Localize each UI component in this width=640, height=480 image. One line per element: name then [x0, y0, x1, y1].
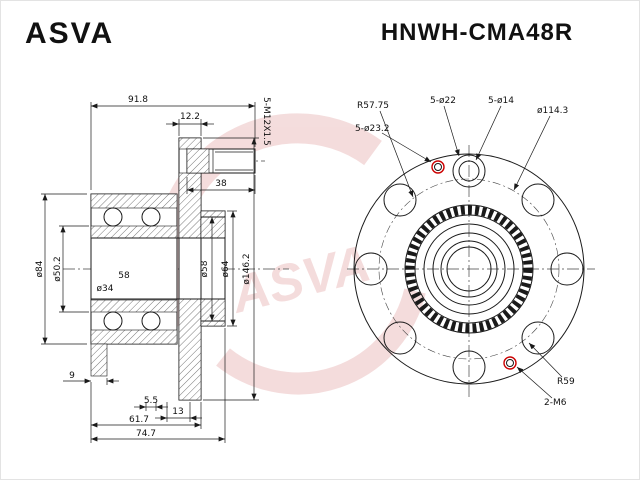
brand-logo-text: ASVA [25, 17, 115, 50]
bearing-ball [141, 207, 161, 227]
side-view: 91.8 12.2 5-M12X1.5 38 ø84 ø50.2 ø34 58 … [35, 95, 289, 443]
dim-snout-diameter: ø64 [221, 260, 231, 277]
bearing-ball [103, 311, 123, 331]
label-thread-holes: 2-M6 [544, 398, 567, 408]
label-holes-23-2: 5-ø23.2 [355, 124, 390, 134]
flange-hole [521, 321, 555, 355]
stud-hole [458, 160, 480, 182]
flange-hole [521, 183, 555, 217]
dim-body-length: 61.7 [129, 415, 149, 425]
dim-stud-thread: 5-M12X1.5 [261, 97, 271, 146]
dim-pilot-diameter: ø50.2 [53, 256, 63, 282]
bolt-circle [378, 178, 560, 360]
dim-snout-length: 13 [172, 407, 183, 417]
dim-bore-diameter: ø34 [97, 284, 114, 294]
dim-overall-length: 74.7 [136, 429, 156, 439]
label-hub-radius: R57.75 [357, 101, 389, 111]
m6-hole [506, 359, 514, 367]
flange-hole [550, 252, 584, 286]
dim-overall-width: 91.8 [128, 95, 148, 105]
abs-tone-ring-inner [414, 214, 524, 324]
label-bolt-circle: ø114.3 [537, 106, 568, 116]
part-number: HNWH-CMA48R [380, 19, 574, 46]
flange-hole [452, 350, 486, 384]
annotation-ring [431, 160, 445, 174]
annotation-ring [503, 356, 517, 370]
flange-hole [383, 321, 417, 355]
label-holes-14: 5-ø14 [488, 96, 514, 106]
center-bore [446, 246, 492, 292]
dim-seat-diameter: ø58 [200, 260, 210, 277]
flange-hole [452, 154, 486, 188]
abs-tone-ring-outer [404, 204, 534, 334]
flange-hole [354, 252, 388, 286]
dim-bearing-width: 58 [118, 271, 130, 281]
dim-flange-thickness: 12.2 [180, 112, 200, 122]
small-hole [434, 163, 442, 171]
side-view-dimension-lines [41, 102, 259, 443]
dim-lip-width: 5.5 [144, 396, 158, 406]
dim-housing-diameter: ø84 [35, 260, 45, 277]
dim-step-width: 9 [69, 371, 75, 381]
label-holes-22: 5-ø22 [430, 96, 456, 106]
flange-outer-circle [353, 153, 585, 385]
dim-flange-diameter: ø146.2 [242, 253, 252, 284]
label-flange-radius: R59 [557, 377, 575, 387]
front-view-leader-lines [379, 105, 563, 399]
bearing-ball [141, 311, 161, 331]
flange-hole [383, 183, 417, 217]
dim-stud-length: 38 [215, 179, 227, 189]
abs-tone-ring-teeth [405, 205, 533, 333]
housing-step [90, 343, 108, 377]
front-view: R57.75 5-ø23.2 5-ø22 5-ø14 ø114.3 R59 2-… [347, 96, 595, 408]
bearing-ball [103, 207, 123, 227]
